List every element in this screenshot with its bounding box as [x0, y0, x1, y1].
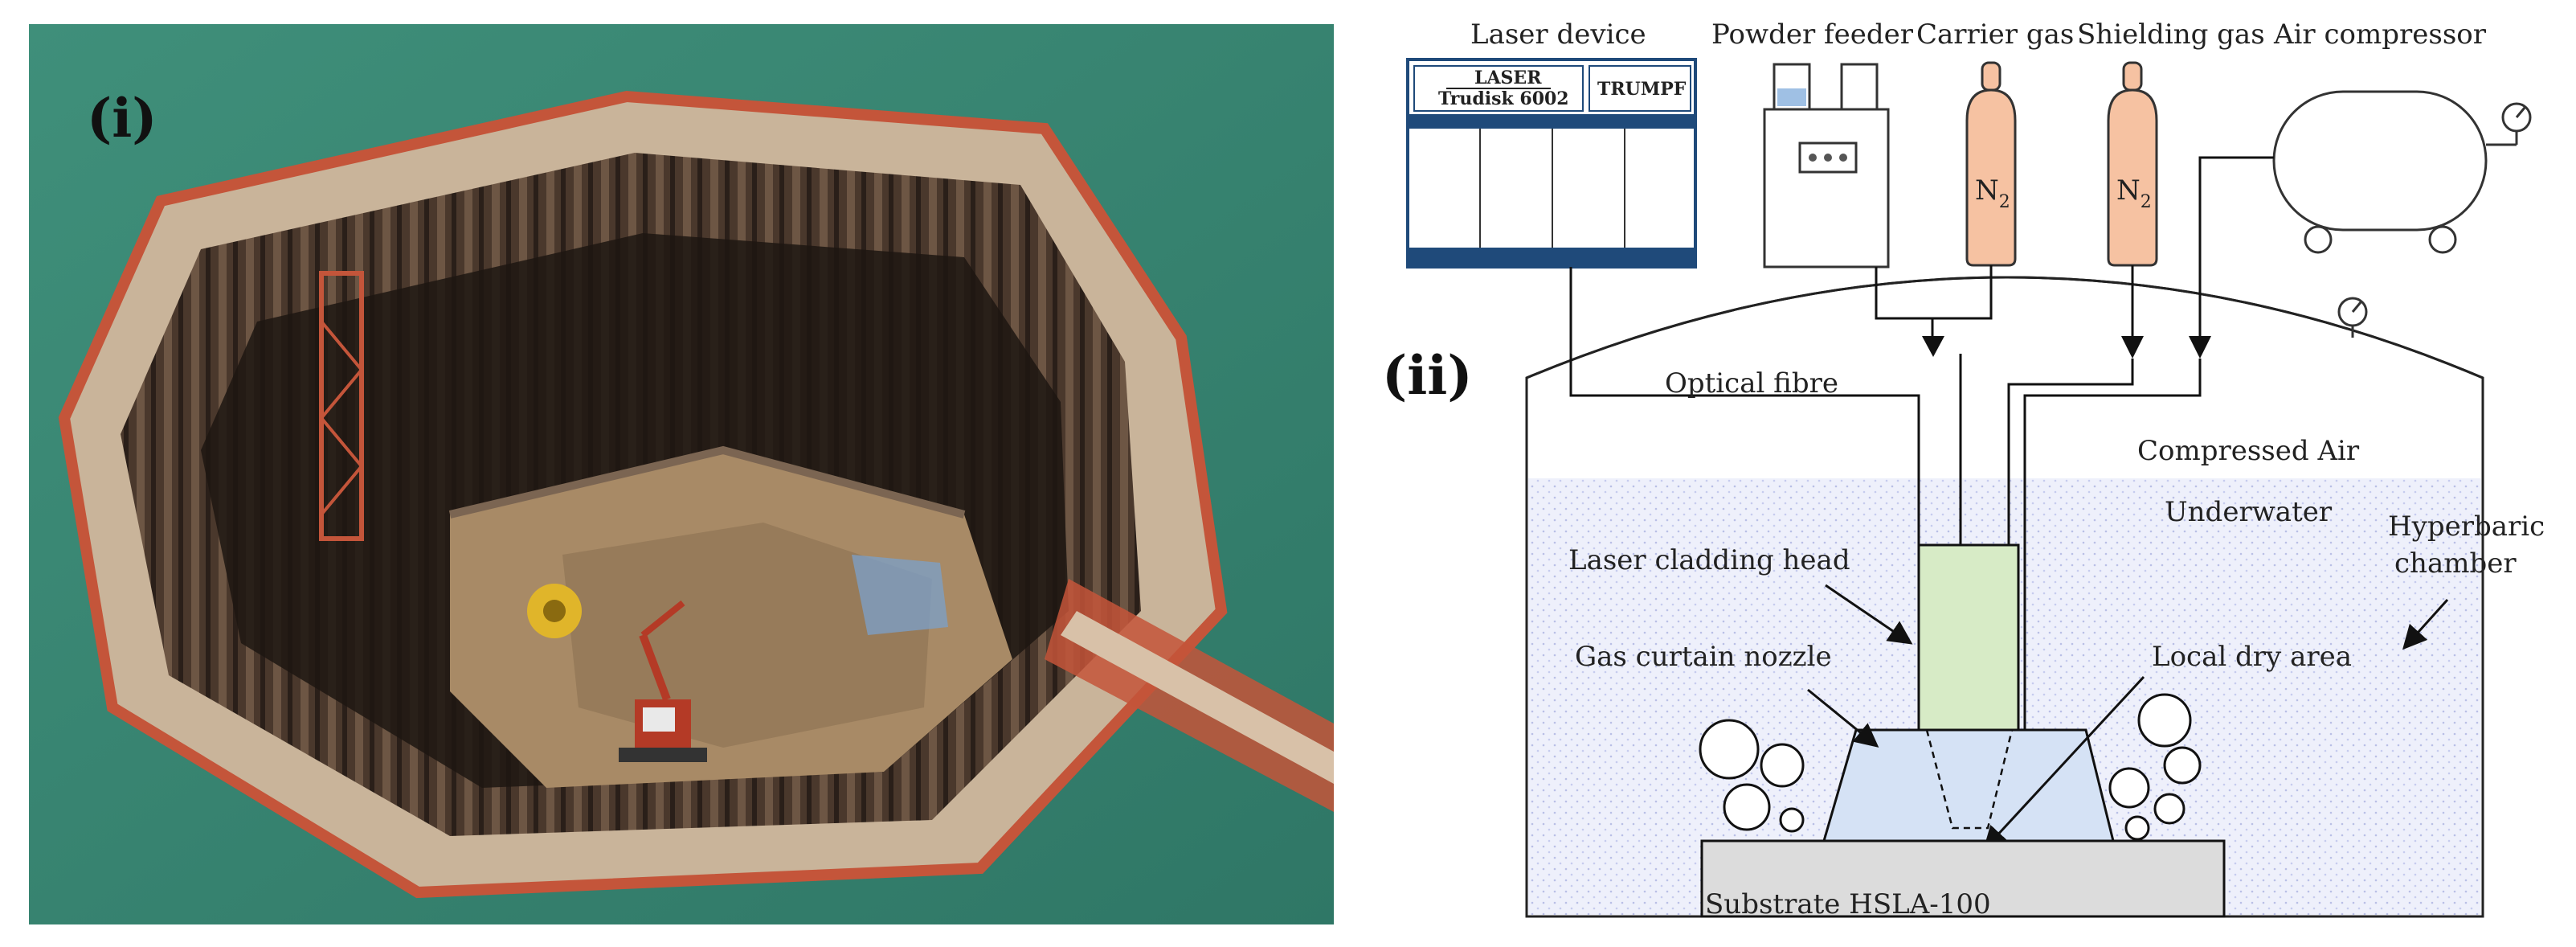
shielding-gas-label: Shielding gas	[2077, 18, 2265, 51]
schematic: (ii) Laser device Powder feeder Carrier …	[1382, 18, 2545, 920]
cofferdam-photo: (i)	[29, 24, 1334, 924]
carrier-gas-formula: N2	[1975, 174, 2010, 212]
laser-word: LASER	[1474, 68, 1542, 88]
powder-feeder-label: Powder feeder	[1711, 18, 1914, 51]
connection-lines	[1569, 156, 2274, 730]
carrier-gas-cylinder: N2	[1965, 61, 2017, 267]
laser-device: LASER Trudisk 6002 TRUMPF	[1406, 58, 1697, 269]
hyperbaric-label-line2: chamber	[2394, 547, 2517, 580]
powder-feeder	[1763, 63, 1890, 269]
substrate-plate	[1700, 839, 2226, 918]
air-compressor	[2272, 90, 2532, 254]
laser-model: Trudisk 6002	[1438, 88, 1569, 109]
bubbles-right	[2108, 693, 2202, 841]
bubbles-left	[1699, 719, 1805, 833]
compressed-air-label: Compressed Air	[2137, 435, 2360, 467]
air-compressor-label: Air compressor	[2273, 18, 2487, 51]
panel-ii-tag: (ii)	[1382, 344, 1473, 407]
laser-device-label: Laser device	[1470, 18, 1646, 51]
gas-curtain-nozzle	[1822, 728, 2115, 842]
excavator	[619, 600, 707, 762]
underwater-label: Underwater	[2165, 496, 2333, 528]
substrate-label: Substrate HSLA-100	[1705, 888, 1991, 920]
hyperbaric-label-line1: Hyperbaric	[2388, 510, 2545, 543]
shielding-gas-formula: N2	[2116, 174, 2152, 212]
carrier-gas-label: Carrier gas	[1916, 18, 2074, 51]
gas-curtain-nozzle-label: Gas curtain nozzle	[1575, 641, 1832, 673]
laser-cladding-head	[1917, 543, 2020, 732]
laser-cladding-head-label: Laser cladding head	[1568, 544, 1850, 576]
panel-i-tag: (i)	[87, 87, 157, 150]
laser-brand: TRUMPF	[1597, 79, 1687, 100]
optical-fibre-label: Optical fibre	[1665, 367, 1838, 400]
shielding-gas-cylinder: N2	[2107, 61, 2158, 267]
scaffold-tower	[319, 271, 364, 541]
local-dry-area-label: Local dry area	[2152, 641, 2352, 673]
